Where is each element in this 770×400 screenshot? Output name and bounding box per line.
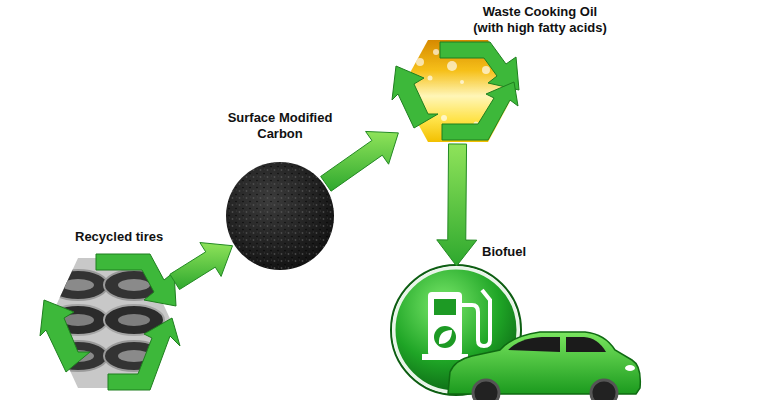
carbon-powder — [226, 162, 334, 270]
carbon-picture — [226, 162, 334, 270]
recycle-arrow — [392, 66, 438, 128]
bubble — [460, 80, 464, 84]
recycle-arrow — [442, 82, 518, 140]
car-picture — [448, 332, 640, 400]
car-wheel — [473, 380, 499, 400]
recycle-arrow — [96, 254, 176, 306]
tire-rim — [118, 314, 150, 326]
biofuel-node: Biofuel — [394, 268, 518, 392]
tire — [48, 270, 108, 300]
node-label: Recycled tires — [75, 229, 185, 245]
pump-body — [428, 292, 462, 356]
leaf-disc — [434, 326, 456, 348]
bubble — [482, 66, 490, 74]
node-label: Surface Modified Carbon — [215, 110, 345, 142]
bubble — [433, 49, 439, 55]
recycle-arrow — [440, 42, 519, 90]
pump-hose — [462, 290, 490, 346]
bubble — [416, 58, 424, 66]
oil-node: Waste Cooking Oil (with high fatty acids… — [400, 40, 516, 142]
pump-base — [422, 354, 468, 360]
label-holder: Biofuel — [482, 244, 542, 260]
leaf-icon — [439, 330, 452, 344]
bubble — [428, 76, 433, 81]
car-window — [508, 337, 560, 352]
car-headlight — [625, 365, 635, 371]
flow-arrow — [321, 131, 399, 191]
tires-node: Recycled tires — [45, 258, 173, 388]
label-holder: Waste Cooking Oil (with high fatty acids… — [469, 4, 611, 36]
recycle-arrow — [108, 318, 180, 390]
carbon-node: Surface Modified Carbon — [226, 162, 334, 270]
carbon-grain — [226, 162, 334, 270]
car-window — [566, 337, 606, 352]
node-label: Waste Cooking Oil (with high fatty acids… — [469, 4, 611, 36]
flow-arrow — [170, 243, 233, 290]
tire-rim — [62, 279, 94, 291]
node-label: Biofuel — [482, 244, 542, 260]
car-wheel — [591, 380, 617, 400]
label-holder: Recycled tires — [75, 229, 185, 245]
bubble — [447, 61, 457, 71]
tires-picture — [40, 254, 180, 390]
tire-rim — [118, 279, 150, 291]
oil-picture — [392, 40, 519, 142]
label-holder: Surface Modified Carbon — [215, 110, 345, 142]
bubble — [441, 115, 447, 121]
flow-arrow — [437, 144, 477, 266]
pump-screen — [434, 299, 456, 315]
recycle-arrow — [40, 300, 90, 372]
